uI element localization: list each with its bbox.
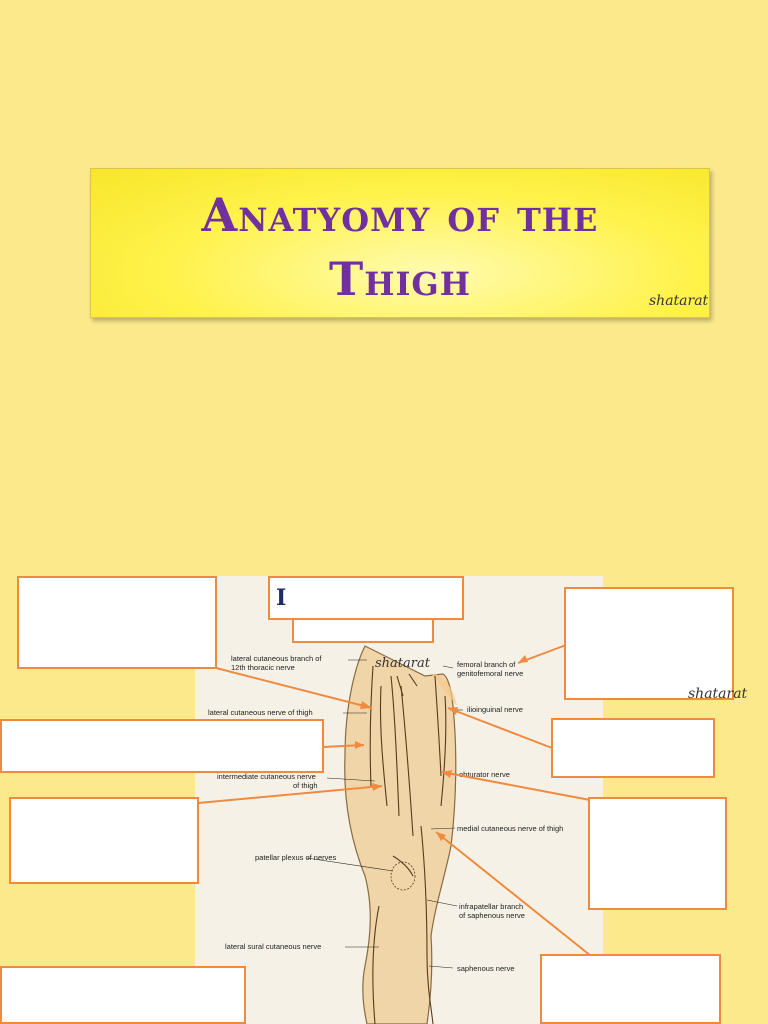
answer-box-top-left[interactable]	[17, 576, 217, 669]
answer-box-bottom-right[interactable]	[540, 954, 721, 1024]
title-watermark: shatarat	[649, 293, 709, 309]
label-patellar-plexus: patellar plexus of nerves	[255, 853, 337, 862]
answer-box-bottom-left[interactable]	[0, 966, 246, 1024]
answer-box-right-lower[interactable]	[588, 797, 727, 910]
leg-illustration	[306, 645, 463, 1024]
answer-box-right-middle[interactable]	[551, 718, 715, 778]
answer-box-left-lower[interactable]	[9, 797, 199, 884]
answer-box-top-center[interactable]	[268, 576, 464, 620]
side-watermark: shatarat	[688, 686, 748, 702]
figure-watermark: shatarat	[375, 656, 430, 671]
answer-box-top-center-small[interactable]	[292, 618, 434, 643]
label-obturator: obturator nerve	[459, 770, 510, 779]
label-saphenous: saphenous nerve	[457, 964, 515, 973]
answer-box-left-middle[interactable]	[0, 719, 324, 773]
label-lateral-cutaneous-nerve-thigh: lateral cutaneous nerve of thigh	[208, 708, 313, 717]
section-marker: I	[276, 585, 287, 611]
label-medial-cutaneous: medial cutaneous nerve of thigh	[457, 824, 564, 833]
label-ilioinguinal: ilioinguinal nerve	[467, 705, 523, 714]
answer-box-top-right[interactable]	[564, 587, 734, 700]
label-lateral-sural-cutaneous: lateral sural cutaneous nerve	[225, 942, 322, 951]
